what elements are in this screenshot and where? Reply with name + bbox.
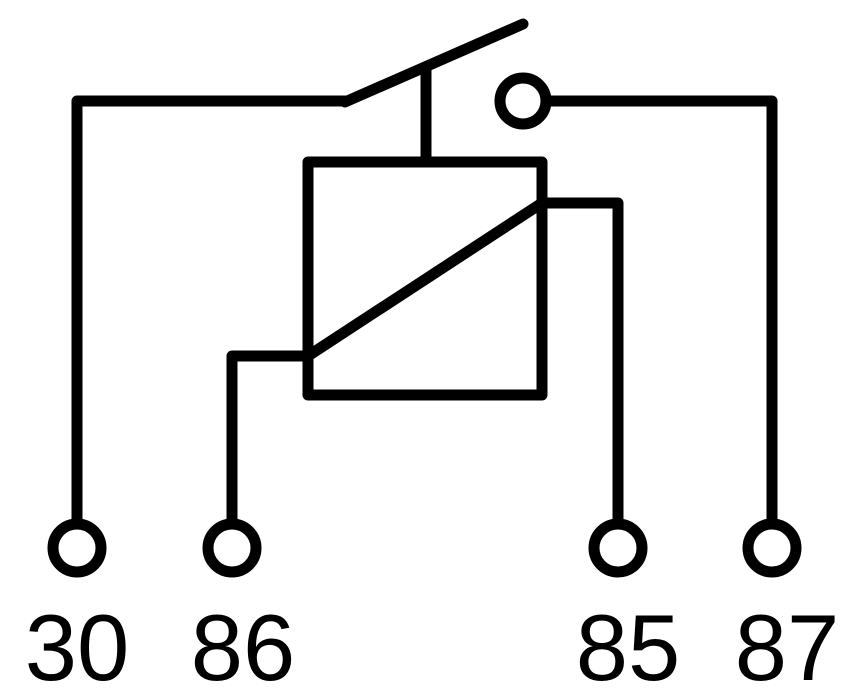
relay-coil-diagonal xyxy=(302,197,548,362)
terminal-85 xyxy=(588,518,648,578)
pin-85-wire xyxy=(536,197,624,528)
terminal-86 xyxy=(202,518,262,578)
switch-contact xyxy=(494,72,552,130)
terminal-30 xyxy=(47,518,107,578)
pin-label-85: 85 xyxy=(575,595,681,700)
terminal-87 xyxy=(742,518,802,578)
pin-label-87: 87 xyxy=(734,595,840,700)
pin-label-30: 30 xyxy=(24,595,130,700)
switch-arm xyxy=(339,18,529,108)
pin-30-wire xyxy=(71,95,351,528)
pin-87-wire xyxy=(543,95,778,528)
pin-86-wire xyxy=(226,350,314,528)
relay-coil-box xyxy=(302,156,548,401)
pin-label-86: 86 xyxy=(190,595,296,700)
